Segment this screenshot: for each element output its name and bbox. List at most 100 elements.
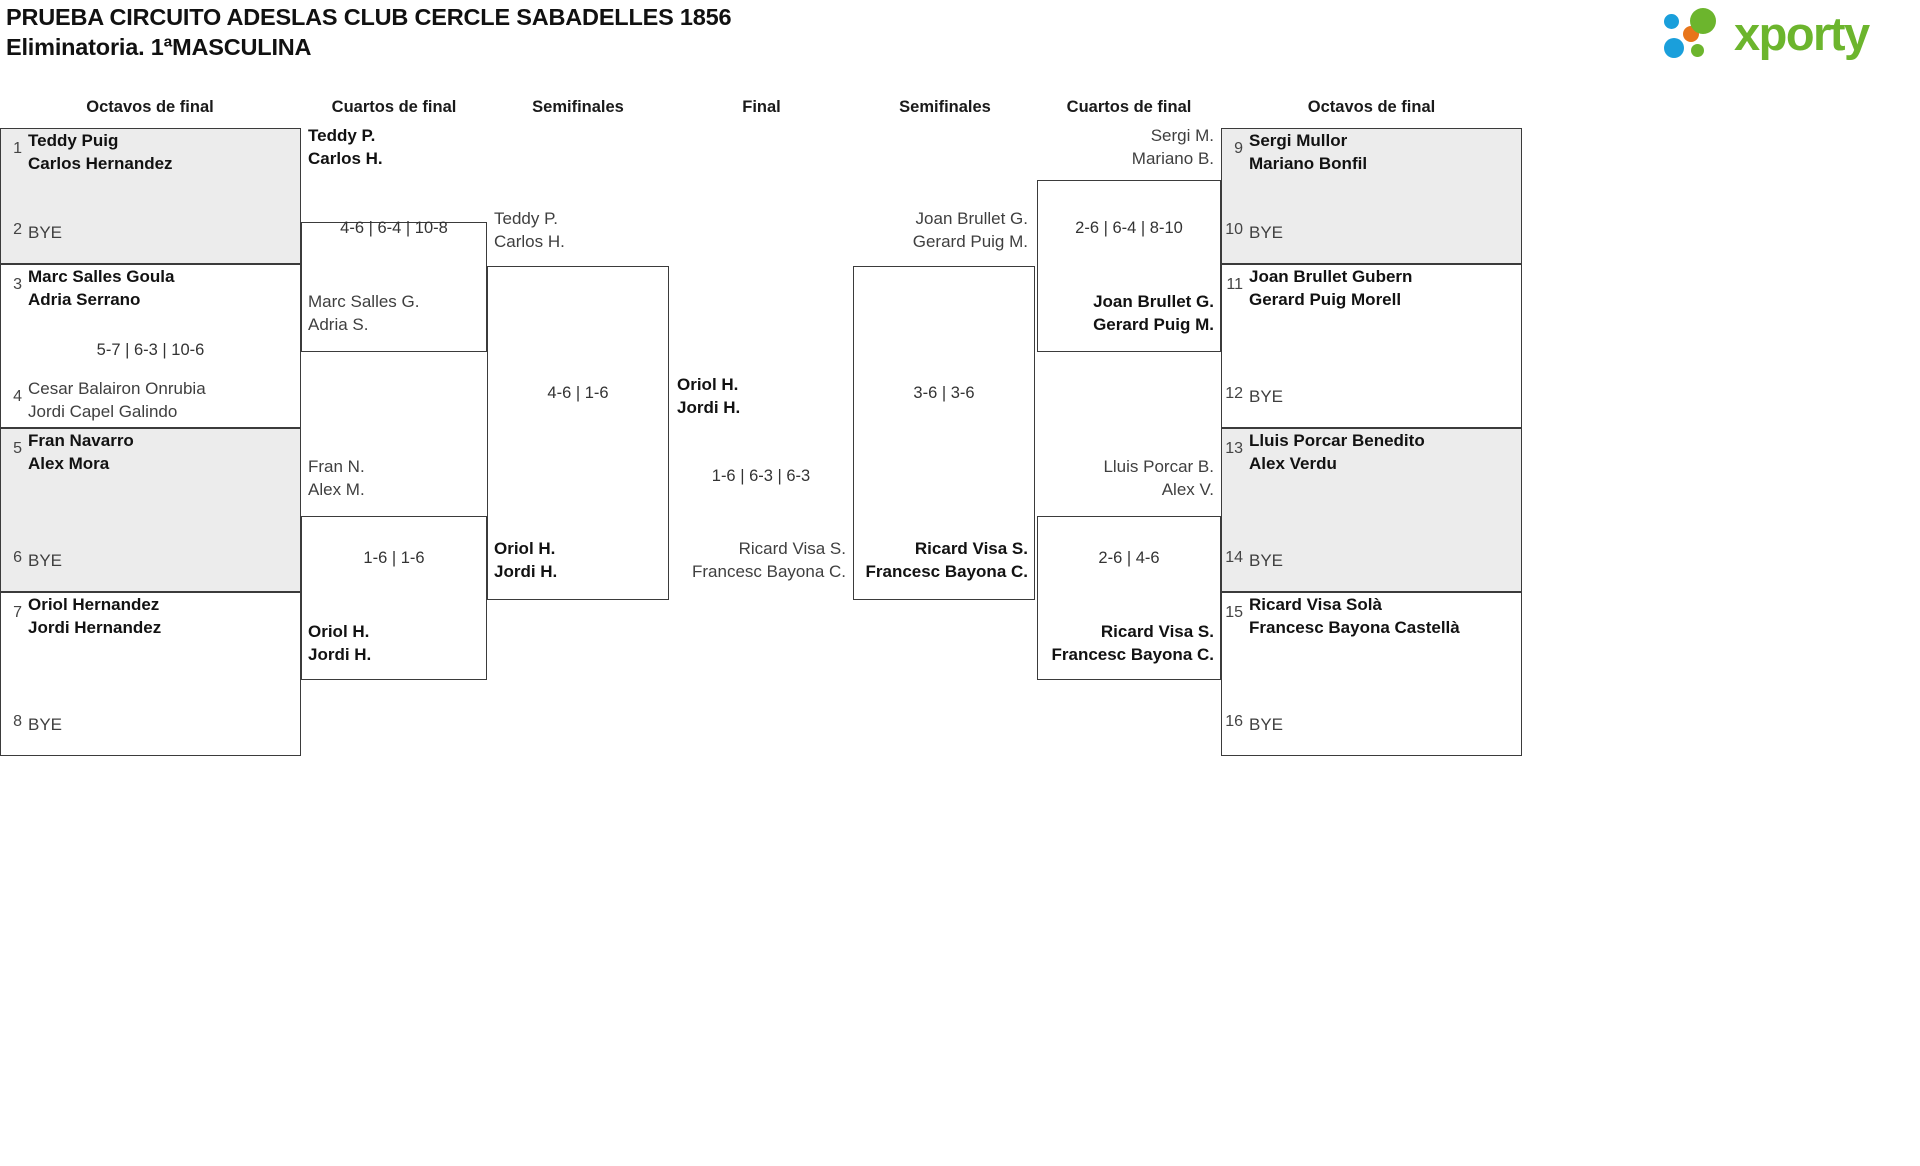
player-name-line2: Francesc Bayona C. bbox=[1051, 645, 1214, 664]
r1-score-2: 5-7 | 6-3 | 10-6 bbox=[96, 341, 205, 359]
r2-score-1: 4-6 | 6-4 | 10-8 bbox=[340, 219, 448, 237]
player-name-line2: Carlos Hernandez bbox=[28, 153, 173, 173]
r3-winner-1[interactable]: Oriol H. Jordi H. bbox=[494, 537, 557, 583]
bye-label: BYE bbox=[1249, 387, 1284, 406]
final-loser[interactable]: Ricard Visa S. Francesc Bayona C. bbox=[653, 537, 846, 583]
player-name-line2: Francesc Bayona C. bbox=[865, 562, 1028, 581]
r2-score-3: 2-6 | 6-4 | 8-10 bbox=[1075, 219, 1183, 237]
player-names: Joan Brullet Gubern Gerard Puig Morell bbox=[1249, 266, 1412, 311]
player-name-line1: Oriol H. bbox=[494, 539, 556, 558]
seed-number: 13 bbox=[1225, 440, 1243, 457]
r3-score-2: 3-6 | 3-6 bbox=[913, 384, 975, 402]
r2-match-box-2[interactable] bbox=[301, 516, 487, 680]
r3-loser-2[interactable]: Joan Brullet G. Gerard Puig M. bbox=[820, 207, 1028, 253]
player-names: Fran Navarro Alex Mora bbox=[28, 430, 134, 475]
player-name-line2: Jordi H. bbox=[308, 645, 372, 664]
r1-match-box-4[interactable] bbox=[0, 592, 301, 756]
player-name-line2: Mariano B. bbox=[1131, 149, 1214, 168]
r1-match-box-6[interactable] bbox=[1221, 264, 1522, 428]
player-name-line1: Lluis Porcar Benedito bbox=[1249, 431, 1425, 450]
player-name-line2: Alex Verdu bbox=[1249, 453, 1337, 473]
r1-slot-seed-6[interactable]: 6 BYE bbox=[2, 550, 298, 573]
player-name-line1: Lluis Porcar B. bbox=[1103, 457, 1214, 476]
player-names: Cesar Balairon Onrubia Jordi Capel Galin… bbox=[28, 378, 206, 423]
player-name-line2: Jordi H. bbox=[494, 562, 558, 581]
round-heading-right-semis: Semifinales bbox=[899, 98, 991, 116]
player-name-line1: Fran N. bbox=[308, 457, 365, 476]
r1-match-box-2[interactable] bbox=[0, 264, 301, 428]
r1-slot-seed-16[interactable]: 16 BYE bbox=[1223, 714, 1519, 737]
r3-match-box-2[interactable] bbox=[853, 266, 1035, 600]
page-title: PRUEBA CIRCUITO ADESLAS CLUB CERCLE SABA… bbox=[6, 2, 732, 62]
player-name-line1: Sergi Mullor bbox=[1249, 131, 1348, 150]
r2-match-box-4[interactable] bbox=[1037, 516, 1221, 680]
player-name-line1: Ricard Visa S. bbox=[738, 539, 846, 558]
seed-number: 14 bbox=[1225, 549, 1243, 566]
player-name-line2: Carlos H. bbox=[494, 232, 565, 251]
logo-wordmark: xporty bbox=[1734, 7, 1870, 60]
round-heading-left-semis: Semifinales bbox=[532, 98, 624, 116]
r2-loser-4[interactable]: Lluis Porcar B. Alex V. bbox=[1030, 455, 1214, 501]
seed-number: 7 bbox=[13, 604, 22, 621]
player-name-line1: Oriol Hernandez bbox=[28, 595, 160, 614]
r1-match-box-8[interactable] bbox=[1221, 592, 1522, 756]
r2-winner-2[interactable]: Oriol H. Jordi H. bbox=[308, 620, 371, 666]
seed-number: 9 bbox=[1234, 140, 1243, 157]
player-name-line2: Carlos H. bbox=[308, 149, 383, 168]
round-heading-left-cuartos: Cuartos de final bbox=[331, 98, 457, 116]
player-name-line1: Teddy P. bbox=[494, 209, 558, 228]
page-header: PRUEBA CIRCUITO ADESLAS CLUB CERCLE SABA… bbox=[0, 0, 1920, 72]
r2-loser-1[interactable]: Marc Salles G. Adria S. bbox=[308, 290, 419, 336]
round-heading-right-octavos: Octavos de final bbox=[1307, 98, 1436, 116]
r1-slot-seed-4[interactable]: 4 Cesar Balairon Onrubia Jordi Capel Gal… bbox=[2, 378, 298, 423]
r3-loser-1[interactable]: Teddy P. Carlos H. bbox=[494, 207, 565, 253]
r1-slot-seed-5[interactable]: 5 Fran Navarro Alex Mora bbox=[2, 430, 298, 475]
r1-slot-seed-9[interactable]: 9 Sergi Mullor Mariano Bonfil bbox=[1223, 130, 1519, 175]
seed-number: 4 bbox=[13, 388, 22, 405]
seed-number: 6 bbox=[13, 549, 22, 566]
r2-match-box-1[interactable] bbox=[301, 222, 487, 352]
r2-loser-2[interactable]: Fran N. Alex M. bbox=[308, 455, 365, 501]
r1-slot-seed-7[interactable]: 7 Oriol Hernandez Jordi Hernandez bbox=[2, 594, 298, 639]
player-name-line1: Ricard Visa S. bbox=[914, 539, 1028, 558]
player-names: Sergi Mullor Mariano Bonfil bbox=[1249, 130, 1367, 175]
r1-slot-seed-15[interactable]: 15 Ricard Visa Solà Francesc Bayona Cast… bbox=[1223, 594, 1519, 639]
r2-match-box-3[interactable] bbox=[1037, 180, 1221, 352]
r1-match-box-3[interactable] bbox=[0, 428, 301, 592]
bye-label: BYE bbox=[28, 551, 63, 570]
player-name-line1: Marc Salles G. bbox=[308, 292, 420, 311]
r2-winner-4[interactable]: Ricard Visa S. Francesc Bayona C. bbox=[1015, 620, 1214, 666]
bye-label: BYE bbox=[1249, 223, 1284, 242]
r1-slot-seed-8[interactable]: 8 BYE bbox=[2, 714, 298, 737]
round-heading-left-octavos: Octavos de final bbox=[86, 98, 214, 116]
player-name-line2: Gerard Puig M. bbox=[912, 232, 1028, 251]
r2-score-4: 2-6 | 4-6 bbox=[1098, 549, 1160, 567]
seed-number: 1 bbox=[13, 140, 22, 157]
r1-slot-seed-11[interactable]: 11 Joan Brullet Gubern Gerard Puig Morel… bbox=[1223, 266, 1519, 311]
round-heading-final: Final bbox=[742, 98, 781, 116]
r1-match-box-5[interactable] bbox=[1221, 128, 1522, 264]
r2-winner-1[interactable]: Teddy P. Carlos H. bbox=[308, 124, 383, 170]
r1-slot-seed-10[interactable]: 10 BYE bbox=[1223, 222, 1519, 245]
player-name-line2: Alex V. bbox=[1161, 480, 1214, 499]
player-name-line2: Jordi Capel Galindo bbox=[28, 401, 178, 421]
r2-winner-3[interactable]: Joan Brullet G. Gerard Puig M. bbox=[1030, 290, 1214, 336]
r1-slot-seed-2[interactable]: 2 BYE bbox=[2, 222, 298, 245]
r3-match-box-1[interactable] bbox=[487, 266, 669, 600]
r1-slot-seed-13[interactable]: 13 Lluis Porcar Benedito Alex Verdu bbox=[1223, 430, 1519, 475]
seed-number: 8 bbox=[13, 713, 22, 730]
round-heading-right-cuartos: Cuartos de final bbox=[1066, 98, 1192, 116]
seed-number: 3 bbox=[13, 276, 22, 293]
player-name-line1: Oriol H. bbox=[677, 375, 739, 394]
final-winner[interactable]: Oriol H. Jordi H. bbox=[677, 373, 740, 419]
r1-match-box-7[interactable] bbox=[1221, 428, 1522, 592]
player-name-line2: Francesc Bayona Castellà bbox=[1249, 617, 1460, 637]
r1-slot-seed-14[interactable]: 14 BYE bbox=[1223, 550, 1519, 573]
r2-loser-3[interactable]: Sergi M. Mariano B. bbox=[1030, 124, 1214, 170]
r1-slot-seed-3[interactable]: 3 Marc Salles Goula Adria Serrano bbox=[2, 266, 298, 311]
r1-match-box-1[interactable] bbox=[0, 128, 301, 264]
r1-slot-seed-1[interactable]: 1 Teddy Puig Carlos Hernandez bbox=[2, 130, 298, 175]
r3-winner-2[interactable]: Ricard Visa S. Francesc Bayona C. bbox=[820, 537, 1028, 583]
r1-slot-seed-12[interactable]: 12 BYE bbox=[1223, 386, 1519, 409]
player-name-line1: Sergi M. bbox=[1150, 126, 1214, 145]
